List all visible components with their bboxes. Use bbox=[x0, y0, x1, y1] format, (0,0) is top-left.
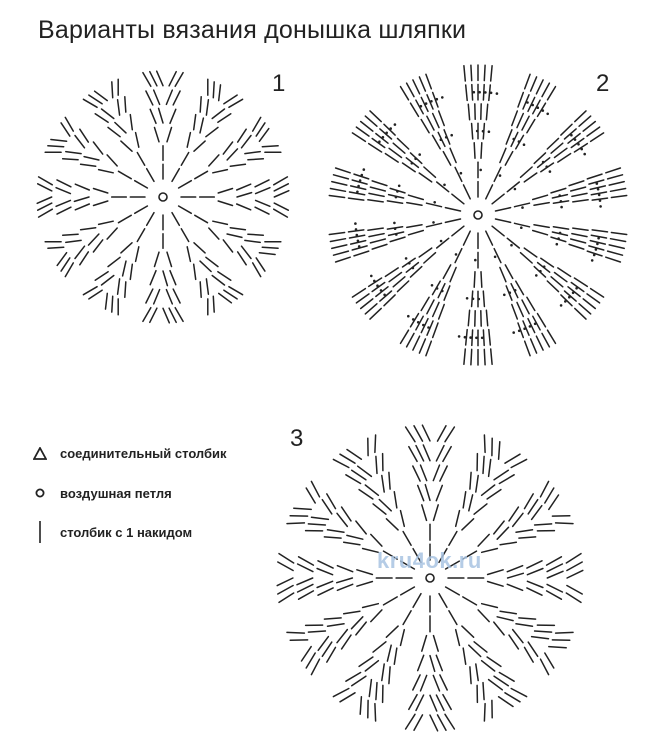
page-title: Варианты вязания донышка шляпки bbox=[38, 16, 466, 45]
diagram-3-chart bbox=[270, 410, 590, 740]
diagram-1-chart bbox=[30, 60, 300, 330]
stitch-marks bbox=[329, 65, 626, 365]
diagram-1-number: 1 bbox=[272, 70, 285, 98]
circle-icon bbox=[30, 483, 50, 503]
legend-item-slip-stitch: соединительный столбик bbox=[30, 443, 227, 463]
triangle-icon bbox=[30, 443, 50, 463]
legend-label: соединительный столбик bbox=[60, 446, 227, 461]
diagram-3-number: 3 bbox=[290, 425, 303, 453]
center-ring bbox=[426, 574, 434, 582]
vertical-bar-icon bbox=[30, 522, 50, 542]
legend-item-chain-stitch: воздушная петля bbox=[30, 483, 172, 503]
crochet-diagram-3 bbox=[270, 410, 590, 740]
legend-label: воздушная петля bbox=[60, 486, 172, 501]
stitch-marks bbox=[37, 71, 289, 323]
crochet-diagram-2 bbox=[322, 60, 634, 372]
watermark: kru4ok.ru bbox=[377, 548, 482, 574]
diagram-2-chart bbox=[322, 60, 634, 372]
crochet-diagram-1 bbox=[30, 60, 300, 330]
legend-label: столбик с 1 накидом bbox=[60, 525, 192, 540]
center-ring bbox=[474, 211, 482, 219]
stitch-marks bbox=[277, 425, 583, 731]
diagram-2-number: 2 bbox=[596, 70, 609, 98]
center-ring bbox=[159, 193, 167, 201]
legend-item-double-crochet: столбик с 1 накидом bbox=[30, 522, 192, 542]
